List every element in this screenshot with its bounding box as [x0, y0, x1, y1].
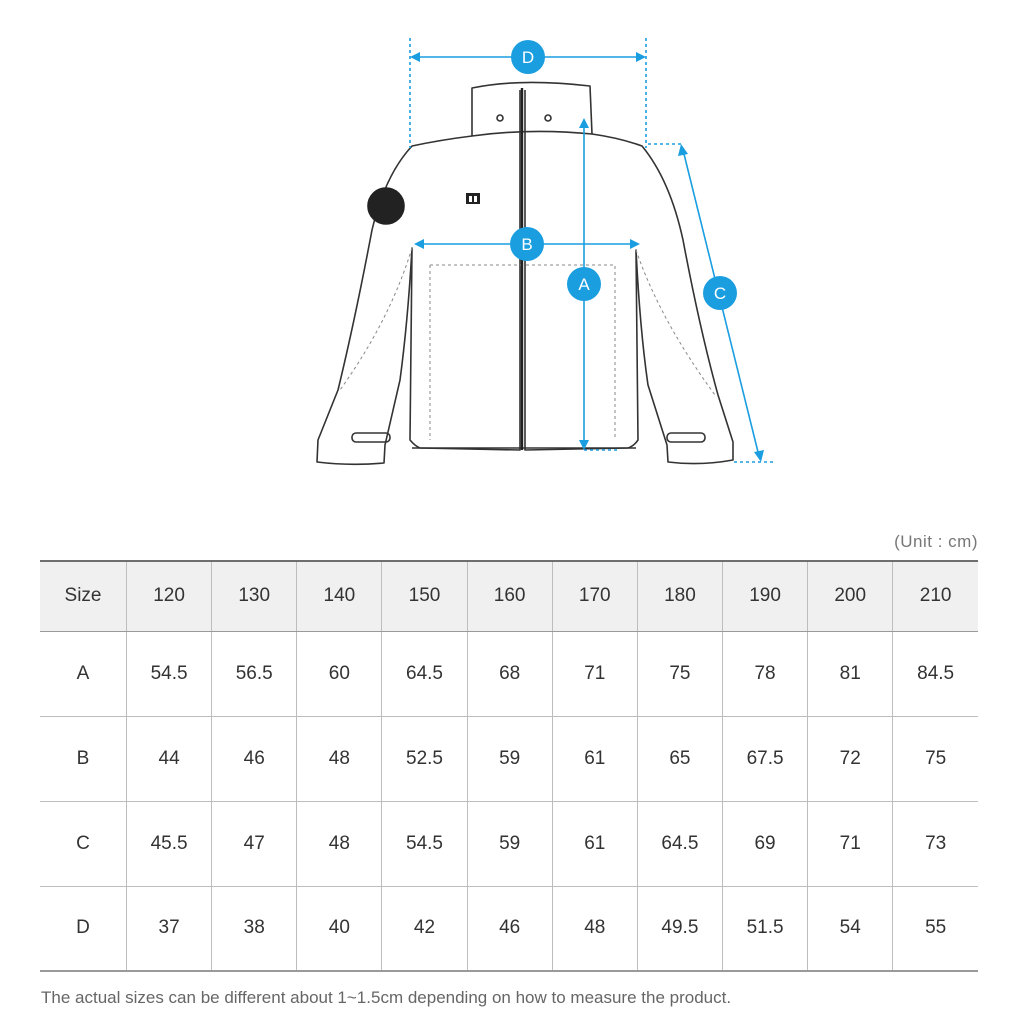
table-cell: 48: [551, 886, 638, 972]
table-cell: 45.5: [125, 801, 212, 887]
table-cell: 81: [807, 631, 893, 717]
unit-label: (Unit : cm): [894, 532, 978, 551]
collar-snap-left: [496, 114, 504, 122]
table-cell: 48: [296, 801, 382, 887]
header-size-150: 150: [381, 561, 468, 632]
table-cell: 67.5: [721, 716, 808, 802]
marker-c: C: [703, 276, 737, 310]
table-cell: 48: [296, 716, 382, 802]
svg-text:A: A: [578, 275, 590, 294]
table-cell: 54.5: [125, 631, 212, 717]
table-cell: 38: [211, 886, 297, 972]
table-cell: 65: [636, 716, 723, 802]
table-cell: 75: [892, 716, 978, 802]
jacket-right-side: [524, 90, 734, 465]
guide-a-arrow-top: [579, 118, 589, 128]
table-cell: 46: [466, 886, 553, 972]
table-cell: 61: [551, 801, 638, 887]
header-size-180: 180: [636, 561, 723, 632]
guide-b-arrow-right: [630, 239, 640, 249]
row-label: B: [40, 716, 127, 802]
guide-d-arrow-right: [636, 52, 646, 62]
guide-b-arrow-left: [414, 239, 424, 249]
table-cell: 59: [466, 716, 553, 802]
jacket-left-side: [316, 90, 521, 466]
table-cell: 71: [551, 631, 638, 717]
jacket-illustration: [316, 81, 734, 466]
table-cell: 60: [296, 631, 382, 717]
jacket-collar: [471, 81, 593, 137]
row-label: A: [40, 631, 127, 717]
svg-text:C: C: [714, 284, 726, 303]
table-cell: 52.5: [381, 716, 468, 802]
row-label: D: [40, 886, 127, 972]
table-cell: 72: [807, 716, 893, 802]
header-size-130: 130: [211, 561, 297, 632]
brand-logo: [466, 193, 480, 204]
header-size-190: 190: [721, 561, 808, 632]
table-cell: 69: [721, 801, 808, 887]
footnote: The actual sizes can be different about …: [41, 988, 732, 1007]
header-size-140: 140: [296, 561, 382, 632]
jacket-panel-seams: [339, 247, 716, 440]
table-cell: 64.5: [636, 801, 723, 887]
guide-c-arrow-bottom: [754, 450, 764, 462]
header-size-200: 200: [807, 561, 893, 632]
header-size-210: 210: [892, 561, 978, 632]
header-size-160: 160: [466, 561, 553, 632]
marker-d: D: [511, 40, 545, 74]
marker-b: B: [510, 227, 544, 261]
svg-text:D: D: [522, 48, 534, 67]
table-cell: 59: [466, 801, 553, 887]
table-cell: 40: [296, 886, 382, 972]
table-cell: 84.5: [892, 631, 978, 717]
marker-a: A: [567, 267, 601, 301]
table-cell: 46: [211, 716, 297, 802]
header-size-170: 170: [551, 561, 638, 632]
table-cell: 68: [466, 631, 553, 717]
guide-c-arrow-top: [678, 144, 688, 156]
table-cell: 37: [125, 886, 212, 972]
collar-snap-right: [544, 114, 552, 122]
table-cell: 75: [636, 631, 723, 717]
table-cell: 42: [381, 886, 468, 972]
guide-d-arrow-left: [410, 52, 420, 62]
jacket-measurement-diagram: D B A C: [316, 38, 776, 466]
table-cell: 51.5: [721, 886, 808, 972]
sleeve-badge: [367, 187, 405, 225]
table-cell: 56.5: [211, 631, 297, 717]
table-cell: 71: [807, 801, 893, 887]
right-cuff-tab: [666, 432, 706, 443]
table-cell: 73: [892, 801, 978, 887]
measurement-guides: [409, 38, 776, 463]
table-cell: 44: [125, 716, 212, 802]
table-cell: 64.5: [381, 631, 468, 717]
row-label: C: [40, 801, 127, 887]
table-cell: 47: [211, 801, 297, 887]
header-size-120: 120: [125, 561, 212, 632]
table-cell: 54: [807, 886, 893, 972]
table-cell: 61: [551, 716, 638, 802]
table-cell: 49.5: [636, 886, 723, 972]
guide-a-arrow-bottom: [579, 440, 589, 450]
svg-text:B: B: [521, 235, 532, 254]
table-cell: 54.5: [381, 801, 468, 887]
header-size-label: Size: [40, 561, 127, 632]
left-cuff-tab: [351, 432, 391, 443]
table-cell: 55: [892, 886, 978, 972]
table-cell: 78: [721, 631, 808, 717]
